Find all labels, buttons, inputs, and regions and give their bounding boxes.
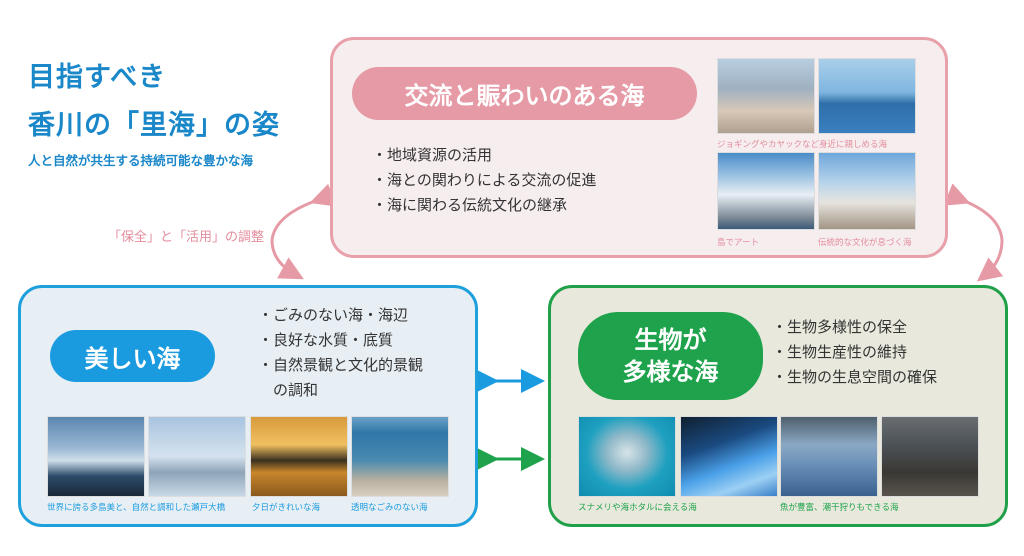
photo-caption: 透明なごみのない海 <box>351 503 428 513</box>
photo-clean-beach <box>351 416 449 497</box>
photo-kayak <box>818 58 916 134</box>
photo-caption: 夕日がきれいな海 <box>252 503 321 513</box>
photo-clam-digging <box>881 416 979 497</box>
photo-islands <box>47 416 145 497</box>
bullet: ・海に関わる伝統文化の継承 <box>372 196 568 214</box>
photo-sunset <box>250 416 348 497</box>
bullet: の調和 <box>258 381 319 399</box>
exchange-title: 交流と賑わいのある海 <box>352 67 697 120</box>
beautiful-bullets: ・ごみのない海・海辺 ・良好な水質・底質 ・自然景観と文化的景観 の調和 <box>258 303 423 403</box>
title-line2: 香川の「里海」の姿 <box>28 110 280 141</box>
photo-caption: スナメリや海ホタルに会える海 <box>578 503 697 513</box>
bullet: ・海との関わりによる交流の促進 <box>372 171 597 189</box>
bullet: ・生物多様性の保全 <box>772 318 908 336</box>
biodiverse-bullets: ・生物多様性の保全 ・生物生産性の維持 ・生物の生息空間の確保 <box>772 315 937 390</box>
photo-seto-bridge <box>148 416 246 497</box>
bullet: ・ごみのない海・海辺 <box>258 306 409 324</box>
photo-caption: 魚が豊富、潮干狩りもできる海 <box>780 503 899 513</box>
photo-jogging <box>717 58 815 134</box>
photo-finless-porpoise <box>578 416 676 497</box>
title-line1: 目指すべき <box>28 62 167 93</box>
bullet: ・良好な水質・底質 <box>258 331 394 349</box>
photo-caption: 伝統的な文化が息づく海 <box>818 238 912 248</box>
exchange-bullets: ・地域資源の活用 ・海との関わりによる交流の促進 ・海に関わる伝統文化の継承 <box>372 143 596 218</box>
pink-curved-arrow-left <box>270 183 337 280</box>
bullet: ・生物生産性の維持 <box>772 343 908 361</box>
photo-island-art <box>717 152 815 230</box>
bullet: ・生物の生息空間の確保 <box>772 368 938 386</box>
photo-caption: 世界に誇る多島美と、自然と調和した瀬戸大橋 <box>47 503 226 513</box>
pink-curved-arrow-right <box>943 183 1004 282</box>
photo-sea-firefly <box>680 416 778 497</box>
bullet: ・自然景観と文化的景観 <box>258 356 424 374</box>
biodiverse-title: 生物が 多様な海 <box>578 312 763 400</box>
beautiful-title: 美しい海 <box>50 330 215 382</box>
photo-caption: ジョギングやカヤックなど身近に親しめる海 <box>717 140 888 150</box>
bullet: ・地域資源の活用 <box>372 146 493 164</box>
photo-caption: 島でアート <box>717 238 759 248</box>
biodiverse-title-line2: 多様な海 <box>622 358 719 386</box>
photo-fishing <box>780 416 878 497</box>
subtitle: 人と自然が共生する持続可能な豊かな海 <box>28 153 254 168</box>
photo-tradition <box>818 152 916 230</box>
biodiverse-title-line1: 生物が <box>634 326 707 354</box>
balance-label: 「保全」と「活用」の調整 <box>108 230 265 245</box>
